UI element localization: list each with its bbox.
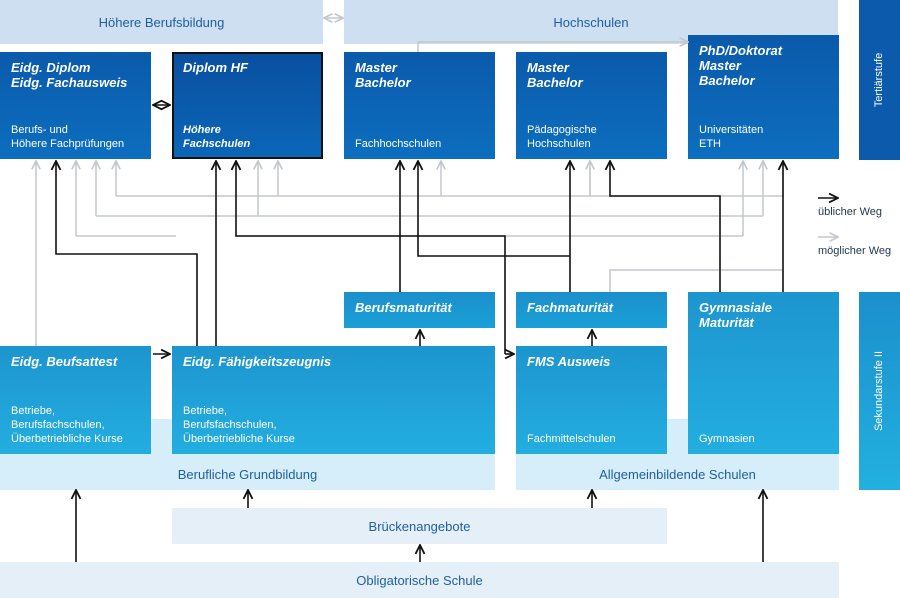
band-berufliche-grundbildung: Berufliche Grundbildung bbox=[0, 458, 495, 490]
band-label: Allgemeinbildende Schulen bbox=[599, 466, 756, 482]
arrow-possible bbox=[417, 42, 688, 52]
band-allgemeinbildende-schulen: Allgemeinbildende Schulen bbox=[516, 458, 839, 490]
box-eidg-diplom: Eidg. Diplom Eidg. Fachausweis Berufs- u… bbox=[0, 52, 151, 159]
box-gymnasiale-maturitaet: Gymnasiale Maturität Gymnasien bbox=[688, 292, 839, 454]
arrow-usual bbox=[418, 161, 570, 257]
box-fms-ausweis: FMS Ausweis Fachmittelschulen bbox=[516, 346, 667, 454]
arrow-possible bbox=[609, 269, 783, 292]
band-label: Hochschulen bbox=[553, 14, 629, 30]
legend-moeglicher-weg: möglicher Weg bbox=[818, 245, 892, 257]
band-label: Berufliche Grundbildung bbox=[177, 466, 318, 482]
band-hoehere-berufsbildung: Höhere Berufsbildung bbox=[0, 0, 323, 44]
arrow-usual bbox=[56, 161, 198, 346]
band-label: Höhere Berufsbildung bbox=[98, 14, 225, 30]
side-label-tertiaerstufe: Tertiärstufe bbox=[859, 0, 900, 160]
box-berufsmaturitaet: Berufsmaturität bbox=[344, 292, 495, 328]
band-label: Obligatorische Schule bbox=[356, 572, 483, 588]
box-fachhochschulen: Master Bachelor Fachhochschulen bbox=[344, 52, 495, 159]
band-brueckenangebote: Brückenangebote bbox=[172, 508, 667, 544]
band-obligatorische-schule: Obligatorische Schule bbox=[0, 562, 839, 598]
arrow-usual bbox=[236, 161, 506, 354]
box-universitaeten: PhD/Doktorat Master Bachelor Universität… bbox=[688, 35, 839, 159]
arrow-usual bbox=[610, 161, 721, 292]
box-fachmaturitaet: Fachmaturität bbox=[516, 292, 667, 328]
box-eidg-faehigkeitszeugnis: Eidg. Fähigkeitszeugnis Betriebe,Berufsf… bbox=[172, 346, 495, 454]
band-label: Brückenangebote bbox=[368, 518, 471, 534]
box-eidg-berufsattest: Eidg. Beufsattest Betriebe,Berufsfachsch… bbox=[0, 346, 151, 454]
legend-ueblicher-weg: üblicher Weg bbox=[818, 206, 882, 218]
side-label-sekundarstufe: Sekundarstufe II bbox=[859, 292, 900, 490]
